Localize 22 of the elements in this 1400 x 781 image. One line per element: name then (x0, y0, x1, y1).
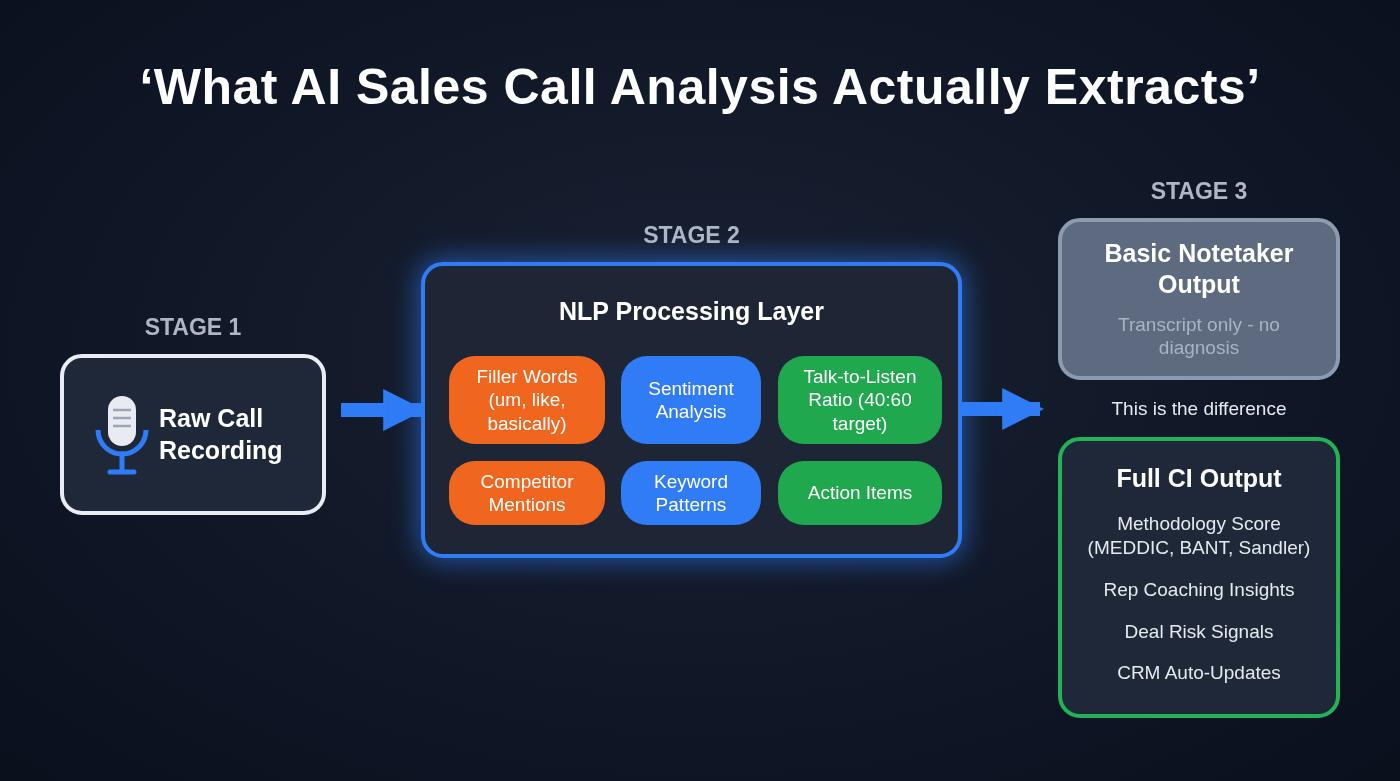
output-item: CRM Auto-Updates (1116, 661, 1282, 685)
output-box (1058, 437, 1340, 718)
box-heading: Basic Notetaker Output (1103, 238, 1295, 301)
category-pill: Action Items (778, 461, 942, 525)
diagram-title: ‘What AI Sales Call Analysis Actually Extracts’ (138, 58, 1262, 116)
note-text: This is the difference (1100, 396, 1298, 422)
output-item: Methodology Score (MEDDIC, BANT, Sandler) (1086, 512, 1312, 560)
output-item: Rep Coaching Insights (1102, 577, 1296, 602)
box-heading: Full CI Output (1116, 463, 1282, 494)
stage-label: STAGE 3 (1149, 178, 1249, 205)
category-pill: Filler Words (um, like, basically) (449, 356, 605, 444)
box-heading: Raw Call Recording (159, 403, 284, 466)
box-description: Transcript only - no diagnosis (1117, 312, 1281, 360)
arrow (962, 388, 1045, 430)
category-pill: Talk-to-Listen Ratio (40:60 target) (778, 356, 942, 444)
stage-label: STAGE 2 (642, 222, 741, 249)
category-pill: Competitor Mentions (449, 461, 605, 525)
stage-label: STAGE 1 (143, 314, 243, 341)
category-pill: Keyword Patterns (621, 461, 761, 525)
output-item: Deal Risk Signals (1123, 619, 1275, 644)
box-heading: NLP Processing Layer (559, 296, 824, 327)
category-pill: Sentiment Analysis (621, 356, 761, 444)
